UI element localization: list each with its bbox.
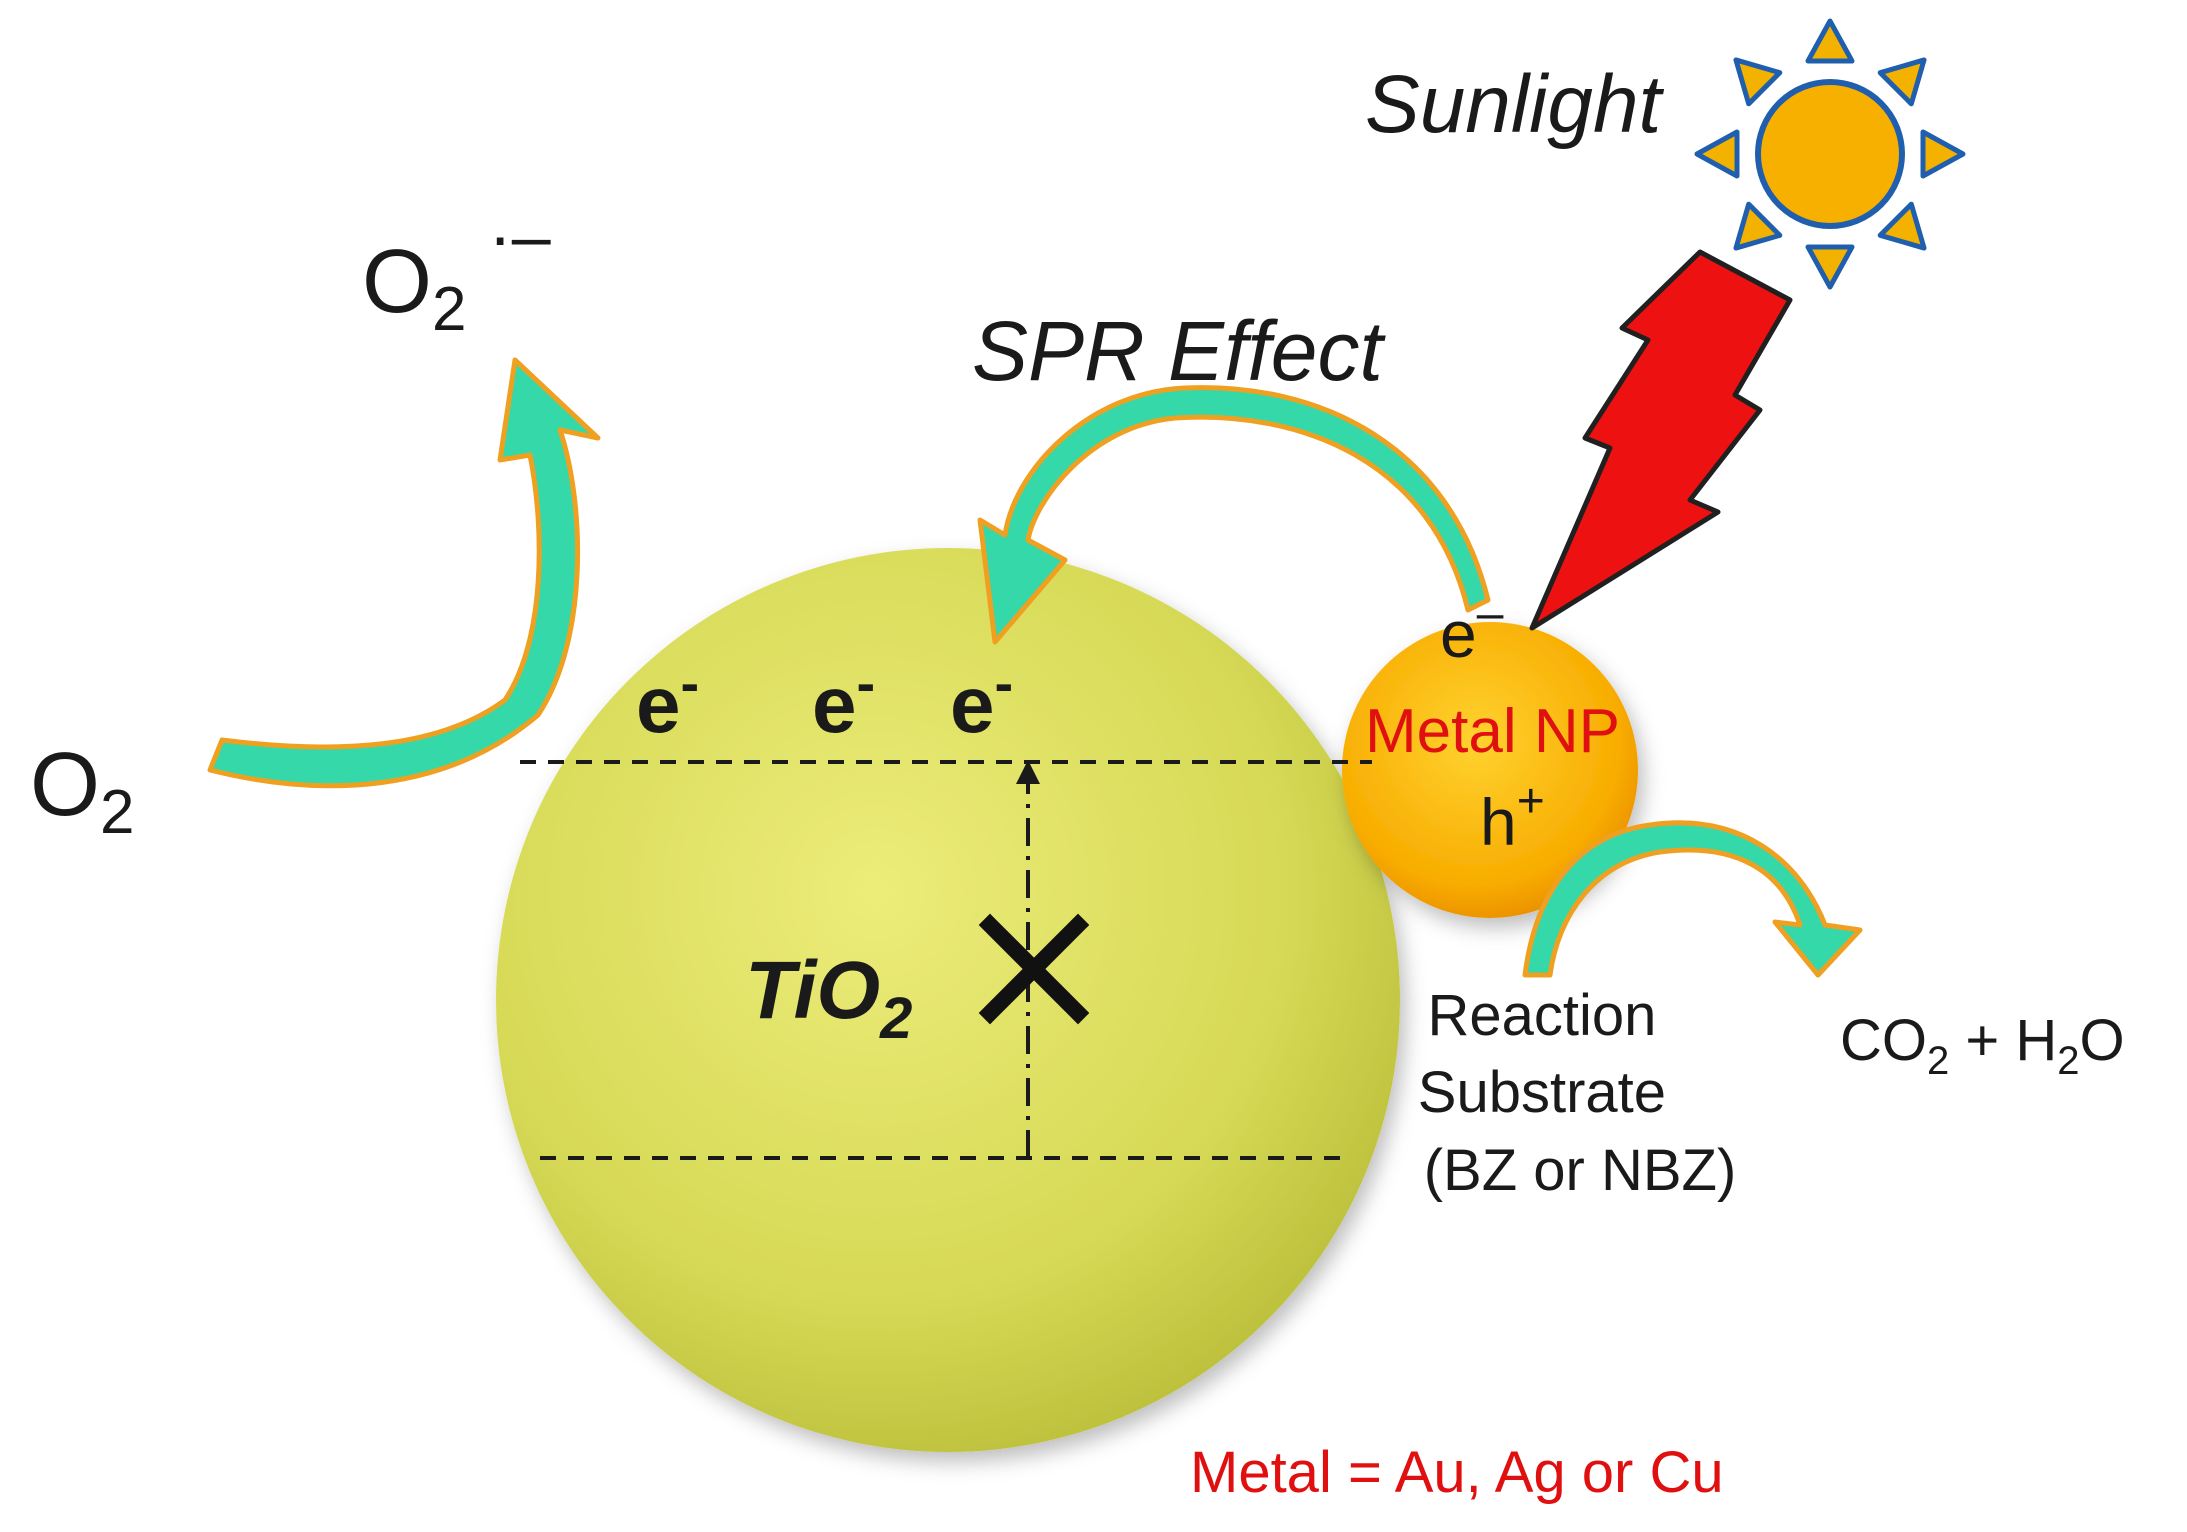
oxygen-reduction-arrow xyxy=(207,357,601,789)
spr-effect-label: SPR Effect xyxy=(972,304,1386,398)
electron-label-3: e- xyxy=(950,651,1013,749)
superoxide-label: O2·– xyxy=(362,197,551,344)
tio2-label: TiO2 xyxy=(745,945,912,1051)
metal-np-label: Metal NP xyxy=(1365,697,1620,766)
cross-mark-icon xyxy=(978,913,1090,1025)
oxygen-label: O2 xyxy=(30,735,135,847)
electron-label-2: e- xyxy=(812,651,875,749)
metal-note-label: Metal = Au, Ag or Cu xyxy=(1190,1440,1724,1505)
np-electron-label: e– xyxy=(1440,587,1504,671)
spr-transfer-arrow xyxy=(977,385,1491,645)
products-label: CO2 + H2O xyxy=(1840,1008,2125,1083)
lightning-bolt-icon xyxy=(1529,249,1793,631)
oxidation-arrow xyxy=(1522,820,1863,978)
substrate-label: Reaction Substrate (BZ or NBZ) xyxy=(1418,983,1736,1203)
electron-label-1: e- xyxy=(636,651,699,749)
tio2-sphere xyxy=(496,548,1400,1452)
sun-icon xyxy=(1694,18,1966,290)
hole-label: h+ xyxy=(1480,775,1545,859)
sunlight-label: Sunlight xyxy=(1365,59,1665,150)
metal-nanoparticle xyxy=(1342,622,1638,918)
